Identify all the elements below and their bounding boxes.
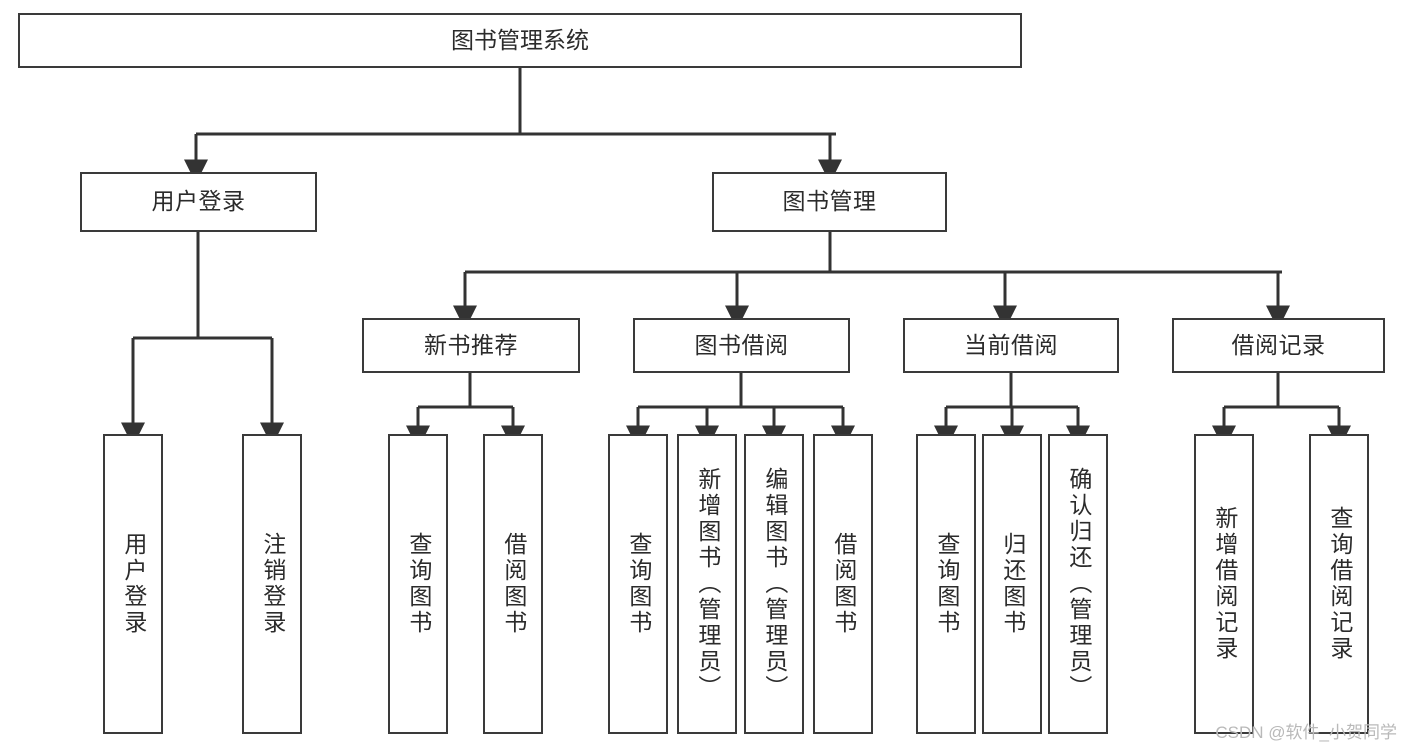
node-new-book-recommend[interactable]: 新书推荐	[362, 318, 580, 373]
node-current-borrow[interactable]: 当前借阅	[903, 318, 1119, 373]
node-label: 归还图书	[999, 532, 1026, 636]
watermark: CSDN @软件_小贺同学	[1215, 723, 1397, 742]
node-label: 新增图书（管理员）	[694, 467, 721, 701]
node-leaf-current-confirm-return-admin[interactable]: 确认归还（管理员）	[1048, 434, 1108, 734]
node-leaf-record-add-record[interactable]: 新增借阅记录	[1194, 434, 1254, 734]
node-label: 图书借阅	[694, 331, 789, 358]
node-label: 编辑图书（管理员）	[761, 467, 788, 701]
node-leaf-newbook-borrow-book[interactable]: 借阅图书	[483, 434, 543, 734]
node-book-borrow[interactable]: 图书借阅	[633, 318, 850, 373]
node-leaf-newbook-query-book[interactable]: 查询图书	[388, 434, 448, 734]
node-leaf-borrow-edit-book-admin[interactable]: 编辑图书（管理员）	[744, 434, 804, 734]
node-label: 当前借阅	[964, 331, 1058, 358]
node-label: 注销登录	[259, 532, 286, 636]
node-label: 查询借阅记录	[1326, 506, 1353, 662]
node-label: 确认归还（管理员）	[1065, 467, 1092, 701]
node-leaf-user-login-signin[interactable]: 用户登录	[103, 434, 163, 734]
node-user-login[interactable]: 用户登录	[80, 172, 317, 232]
node-label: 新增借阅记录	[1211, 506, 1238, 662]
node-label: 用户登录	[151, 188, 246, 215]
node-leaf-current-return-book[interactable]: 归还图书	[982, 434, 1042, 734]
node-label: 用户登录	[120, 532, 147, 636]
node-label: 图书管理系统	[451, 26, 589, 53]
node-leaf-borrow-add-book-admin[interactable]: 新增图书（管理员）	[677, 434, 737, 734]
node-book-management[interactable]: 图书管理	[712, 172, 947, 232]
node-leaf-borrow-borrow-book[interactable]: 借阅图书	[813, 434, 873, 734]
node-label: 查询图书	[405, 532, 432, 636]
node-label: 查询图书	[933, 532, 960, 636]
node-label: 借阅图书	[830, 532, 857, 636]
node-leaf-record-query-record[interactable]: 查询借阅记录	[1309, 434, 1369, 734]
node-label: 查询图书	[625, 532, 652, 636]
node-label: 借阅记录	[1231, 331, 1326, 358]
node-label: 图书管理	[782, 188, 877, 215]
node-borrow-record[interactable]: 借阅记录	[1172, 318, 1385, 373]
node-label: 借阅图书	[500, 532, 527, 636]
node-leaf-current-query-book[interactable]: 查询图书	[916, 434, 976, 734]
node-leaf-user-login-signout[interactable]: 注销登录	[242, 434, 302, 734]
node-leaf-borrow-query-book[interactable]: 查询图书	[608, 434, 668, 734]
node-root-book-management-system[interactable]: 图书管理系统	[18, 13, 1022, 68]
node-label: 新书推荐	[424, 331, 518, 358]
